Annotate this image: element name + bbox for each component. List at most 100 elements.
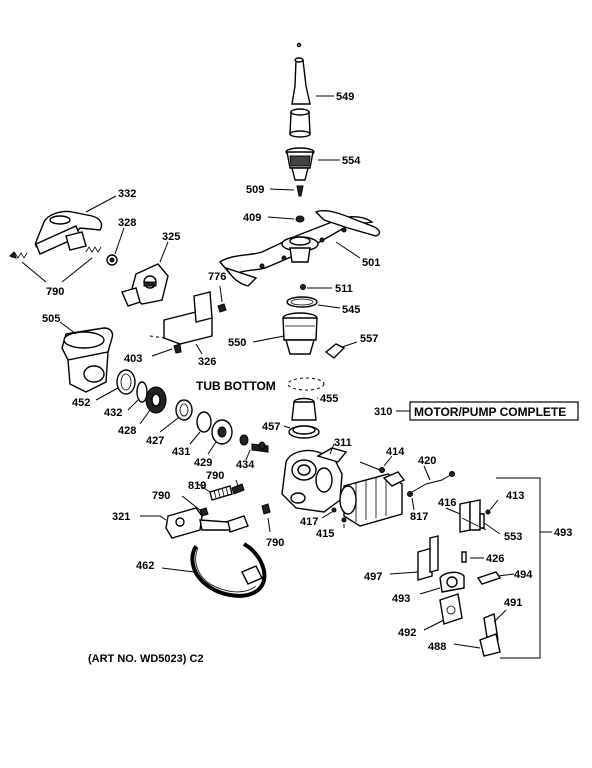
label-497: 497 xyxy=(364,571,382,583)
part-505-sump xyxy=(59,321,114,393)
part-776-screw xyxy=(217,285,227,313)
part-790-spring-top xyxy=(231,479,245,495)
label-431: 431 xyxy=(172,446,190,458)
label-493-group: 493 xyxy=(554,527,572,539)
label-427: 427 xyxy=(146,435,164,447)
part-415-screw xyxy=(341,517,347,528)
part-790-spring-lower-right xyxy=(261,503,271,533)
leader-790-left xyxy=(21,261,47,283)
label-553: 553 xyxy=(504,531,522,543)
part-328-washer xyxy=(106,227,125,266)
label-326: 326 xyxy=(198,356,216,368)
label-434: 434 xyxy=(236,459,255,471)
part-553-clips xyxy=(461,513,501,535)
label-493: 493 xyxy=(392,593,410,605)
label-491: 491 xyxy=(504,597,522,609)
part-488-holder xyxy=(453,633,501,657)
label-505: 505 xyxy=(42,313,60,325)
label-426: 426 xyxy=(486,553,504,565)
label-403: 403 xyxy=(124,353,142,365)
leader-790-right xyxy=(61,257,93,283)
part-462-hose xyxy=(161,542,267,598)
label-488: 488 xyxy=(428,641,446,653)
part-416-bracket xyxy=(445,499,481,533)
label-325: 325 xyxy=(162,231,180,243)
part-511-washer xyxy=(300,284,332,290)
label-332: 332 xyxy=(118,188,136,200)
label-416: 416 xyxy=(438,497,456,509)
label-455: 455 xyxy=(320,393,338,405)
part-549-spray-tower xyxy=(289,42,334,138)
motor-pump-complete-callout xyxy=(396,401,579,421)
motor-pump-complete-label: MOTOR/PUMP COMPLETE xyxy=(414,405,566,419)
label-420: 420 xyxy=(418,455,436,467)
part-545-seal xyxy=(286,296,341,309)
part-492-bracket xyxy=(423,593,463,631)
label-790-819-top: 790 xyxy=(206,470,224,482)
label-554: 554 xyxy=(342,155,361,167)
part-428-impeller xyxy=(139,386,167,425)
label-501: 501 xyxy=(362,257,380,269)
label-790-right: 790 xyxy=(266,537,284,549)
label-328: 328 xyxy=(118,217,136,229)
part-790-spring-left xyxy=(9,251,28,259)
part-493-switch xyxy=(419,571,465,595)
part-494-switch xyxy=(476,571,515,585)
part-790-spring-mid xyxy=(85,246,102,253)
part-497-bracket xyxy=(389,535,439,581)
tub-bottom-outline xyxy=(287,377,325,391)
part-427-seal xyxy=(159,399,193,433)
part-409-nut xyxy=(267,215,305,223)
part-426-clip xyxy=(461,551,484,563)
part-311-pump-housing xyxy=(281,443,348,513)
label-452: 452 xyxy=(72,397,90,409)
part-817-screw xyxy=(407,491,415,511)
label-413: 413 xyxy=(506,490,524,502)
part-455-filter xyxy=(291,397,318,421)
part-326-bracket xyxy=(149,291,213,355)
label-492: 492 xyxy=(398,627,416,639)
part-432-ring xyxy=(127,381,148,411)
label-429: 429 xyxy=(194,457,212,469)
label-790-mid: 790 xyxy=(152,490,170,502)
label-310: 310 xyxy=(374,406,392,418)
part-414-screw xyxy=(379,455,393,473)
label-494: 494 xyxy=(514,569,533,581)
label-790-top-left: 790 xyxy=(46,286,64,298)
label-462: 462 xyxy=(136,560,154,572)
label-776: 776 xyxy=(208,271,226,283)
label-415: 415 xyxy=(316,528,334,540)
label-817: 817 xyxy=(410,511,428,523)
part-429-impeller xyxy=(207,419,233,455)
part-457-ring xyxy=(283,425,320,439)
part-325-valve xyxy=(121,241,169,307)
label-428: 428 xyxy=(118,425,136,437)
part-417-screw xyxy=(321,507,337,519)
label-432: 432 xyxy=(104,407,122,419)
part-557-clip xyxy=(324,341,358,359)
motor-assembly xyxy=(339,461,406,527)
label-311: 311 xyxy=(334,437,352,449)
part-819-spring xyxy=(197,483,233,501)
label-409: 409 xyxy=(243,212,261,224)
part-431-ring xyxy=(189,411,212,445)
label-550: 550 xyxy=(228,337,246,349)
tub-bottom-label: TUB BOTTOM xyxy=(196,379,276,393)
label-509: 509 xyxy=(246,184,264,196)
label-457: 457 xyxy=(262,421,280,433)
part-501-spray-arm xyxy=(218,210,381,287)
part-550-housing xyxy=(252,312,318,355)
label-321: 321 xyxy=(112,511,130,523)
part-420-wire xyxy=(411,465,455,493)
label-417: 417 xyxy=(300,516,318,528)
label-557: 557 xyxy=(360,333,378,345)
part-452-gasket xyxy=(95,369,136,401)
part-321-valve xyxy=(140,507,249,539)
part-509-screw xyxy=(269,185,304,197)
part-554-cap xyxy=(285,147,340,181)
part-413-screw xyxy=(485,499,499,515)
label-414: 414 xyxy=(386,446,405,458)
label-545: 545 xyxy=(342,304,360,316)
part-493-group-bracket xyxy=(496,477,552,659)
